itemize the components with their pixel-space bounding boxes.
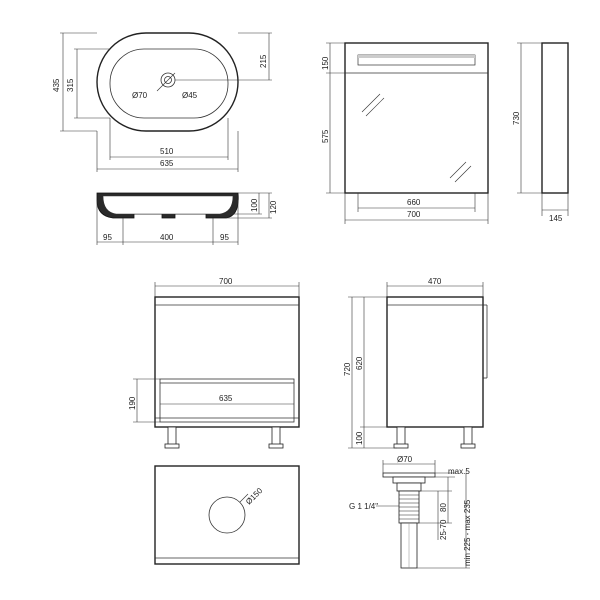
drain-thread [398, 490, 420, 524]
drain-collar [392, 476, 426, 484]
cabinet-leg-right [271, 426, 281, 446]
dim-315: 315 [66, 78, 75, 92]
dim-635: 635 [160, 159, 174, 168]
dim-620: 620 [355, 356, 364, 370]
cabinet-side-leg-right [463, 426, 473, 446]
drain-max5: max.5 [448, 467, 470, 476]
drain-cap [382, 472, 436, 478]
mirror-light-shade [358, 55, 475, 58]
dim-660: 660 [407, 198, 421, 207]
dim-400: 400 [160, 233, 174, 242]
dim-100-leg: 100 [355, 431, 364, 445]
dim-190: 190 [128, 396, 137, 410]
dim-95-right: 95 [220, 233, 229, 242]
basin-side-view: 95 400 95 100 120 [96, 192, 278, 245]
drain-dia-label: Ø45 [182, 91, 198, 100]
dim-120: 120 [269, 200, 278, 214]
cabinet-side-leg-left [396, 426, 406, 446]
mirror-frame [344, 42, 489, 194]
dim-635-shelf: 635 [219, 394, 233, 403]
sink-hole [208, 496, 246, 534]
dim-100: 100 [250, 198, 259, 212]
glass-reflection [361, 93, 381, 113]
drain-inner-circle [164, 76, 172, 84]
mirror-front-view: 150 575 660 700 [321, 42, 489, 224]
drain-leader [156, 72, 176, 92]
glass-reflection [449, 161, 467, 179]
mirror-side-outline [541, 42, 569, 194]
basin-outer-outline [96, 32, 239, 132]
drain-range: min 225 - max 235 [463, 499, 472, 566]
leg-foot [460, 443, 476, 449]
hole-dia-label: Ø150 [244, 486, 265, 507]
dim-700-mirror: 700 [407, 210, 421, 219]
leg-foot [268, 443, 284, 449]
basin-inner-outline [109, 48, 229, 119]
cabinet-side-view: 470 720 620 100 [343, 277, 488, 449]
dim-730: 730 [512, 111, 521, 125]
dim-575: 575 [321, 129, 330, 143]
basin-top-view: Ø70 Ø45 510 635 435 315 215 [52, 32, 272, 172]
drain-dia-70: Ø70 [397, 455, 413, 464]
dim-95-left: 95 [103, 233, 112, 242]
dim-145: 145 [549, 214, 563, 223]
basin-side-inner [102, 195, 234, 215]
cabinet-top-view: Ø150 [154, 465, 300, 565]
cabinet-leg-left [167, 426, 177, 446]
glass-reflection [365, 97, 385, 117]
open-shelf [159, 378, 295, 423]
drain-detail: Ø70 max.5 80 25-70 min 225 - max 235 G 1… [349, 455, 472, 569]
cabinet-top-outline [154, 465, 300, 565]
drain-thread-label: G 1 1/4" [349, 502, 378, 511]
dim-720: 720 [343, 362, 352, 376]
cabinet-body [154, 296, 300, 428]
dim-700-cabinet: 700 [219, 277, 233, 286]
mirror-side-view: 730 145 [512, 42, 569, 223]
dim-150: 150 [321, 56, 330, 70]
leg-foot [164, 443, 180, 449]
drain-25-70: 25-70 [439, 519, 448, 540]
dim-470: 470 [428, 277, 442, 286]
dim-215: 215 [259, 54, 268, 68]
leg-foot [393, 443, 409, 449]
overflow-dia-label: Ø70 [132, 91, 148, 100]
dim-510: 510 [160, 147, 174, 156]
hole-leader [239, 493, 249, 503]
drain-80: 80 [439, 503, 448, 512]
glass-reflection [454, 165, 472, 183]
cabinet-side-body [386, 296, 484, 428]
dim-435: 435 [52, 78, 61, 92]
cabinet-front-view: 700 635 190 [128, 277, 300, 449]
drain-nut [396, 482, 422, 492]
